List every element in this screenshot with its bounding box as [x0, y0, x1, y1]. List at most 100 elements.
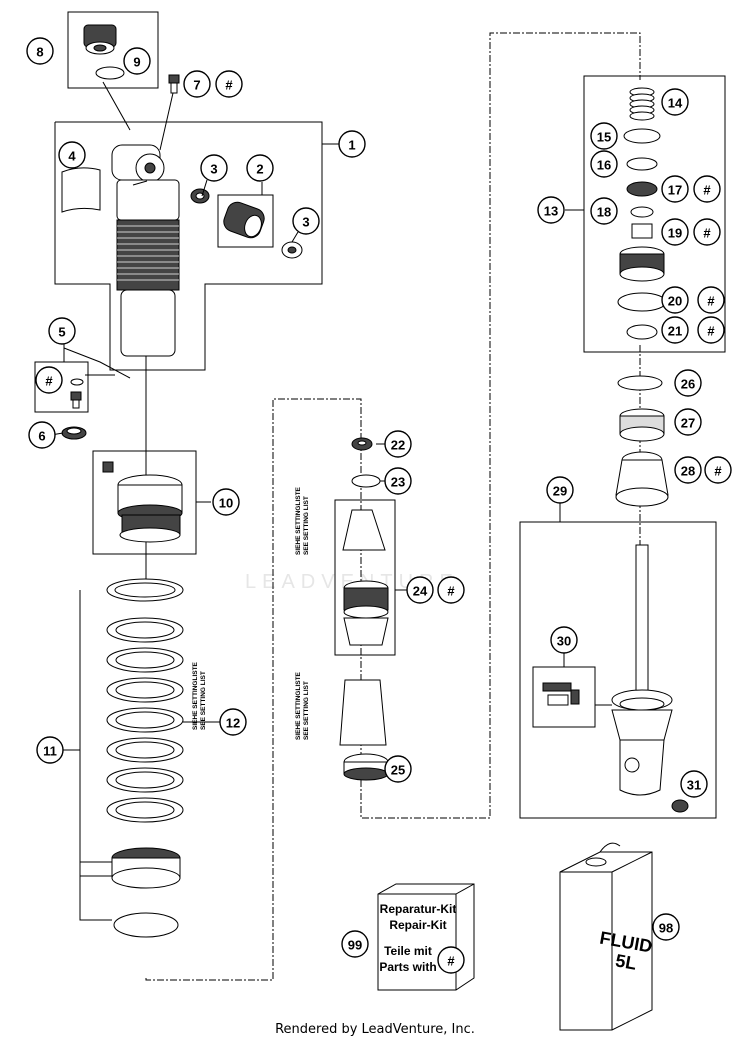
part-28-bumper — [615, 451, 669, 507]
svg-text:31: 31 — [687, 778, 701, 793]
callout-c15: 15 — [590, 122, 618, 150]
svg-text:Parts with: Parts with — [379, 960, 436, 974]
part-5-washer — [70, 378, 84, 386]
part-30-valve — [542, 682, 580, 706]
svg-text:1: 1 — [348, 138, 355, 153]
svg-text:SEE SETTING LIST: SEE SETTING LIST — [303, 681, 310, 740]
svg-text:#: # — [714, 464, 722, 479]
box-group-29 — [519, 521, 717, 819]
svg-text:12: 12 — [226, 716, 240, 731]
callout-c7: 7 — [183, 70, 211, 98]
svg-text:SIEHE SETTINGLISTE: SIEHE SETTINGLISTE — [295, 671, 302, 740]
callout-c14: 14 — [661, 88, 689, 116]
svg-text:16: 16 — [597, 158, 611, 173]
part-27-cap — [619, 408, 665, 442]
box-group-24 — [334, 499, 396, 656]
svg-text:99: 99 — [348, 938, 362, 953]
part-19-bushing — [631, 223, 653, 239]
callout-c24-hash: # — [437, 576, 465, 604]
callout-c26: 26 — [674, 369, 702, 397]
svg-text:3: 3 — [210, 162, 217, 177]
box-group-1 — [54, 121, 323, 371]
svg-text:Teile mit: Teile mit — [384, 944, 432, 958]
leader-8 — [102, 81, 131, 131]
leader-3b — [291, 231, 299, 243]
callout-c28: 28 — [674, 456, 702, 484]
assembly-path-right — [360, 32, 641, 819]
watermark: LEADVENTURE — [245, 571, 459, 593]
callout-c8: 8 — [26, 37, 54, 65]
part-20-oring — [617, 292, 667, 312]
callout-c21-hash: # — [697, 316, 725, 344]
part-6-cap — [61, 426, 87, 440]
part-5-valve — [70, 391, 82, 409]
svg-text:22: 22 — [391, 438, 405, 453]
leader-5b — [63, 347, 131, 379]
svg-text:19: 19 — [668, 226, 682, 241]
part-18-ring — [630, 206, 654, 218]
callout-c16: 16 — [590, 150, 618, 178]
svg-text:2: 2 — [256, 162, 263, 177]
assembly-path-left — [145, 398, 362, 981]
callout-c4: 4 — [58, 141, 86, 169]
svg-text:SEE SETTING LIST: SEE SETTING LIST — [200, 671, 207, 730]
callout-c10: 10 — [212, 488, 240, 516]
svg-text:25: 25 — [391, 763, 405, 778]
box-group-13 — [583, 75, 726, 353]
part-22-nut — [351, 437, 373, 451]
svg-text:#: # — [703, 226, 711, 241]
svg-text:#: # — [45, 374, 53, 389]
svg-text:26: 26 — [681, 377, 695, 392]
part-26-circlip — [617, 375, 663, 391]
svg-text:29: 29 — [553, 484, 567, 499]
svg-text:15: 15 — [597, 130, 611, 145]
callout-c17: 17 — [661, 175, 689, 203]
svg-text:#: # — [707, 294, 715, 309]
svg-text:27: 27 — [681, 416, 695, 431]
setting-note-shims-upper: SIEHE SETTINGLISTE SEE SETTING LIST — [295, 486, 310, 555]
setting-note-spring: SIEHE SETTINGLISTE SEE SETTING LIST — [192, 661, 207, 730]
part-17-seal — [626, 181, 658, 197]
callout-layer: 123345#67#891011121314151617#1819#20#21#… — [26, 37, 732, 974]
part-1-shock-body — [111, 144, 180, 357]
part-11-ring-top — [106, 578, 184, 602]
callout-c19: 19 — [661, 218, 689, 246]
callout-c5: 5 — [48, 317, 76, 345]
svg-text:23: 23 — [391, 475, 405, 490]
leader-11 — [79, 590, 112, 921]
part-3-bushing-upper — [190, 188, 210, 204]
svg-text:17: 17 — [668, 183, 682, 198]
callout-c6: 6 — [28, 421, 56, 449]
footer-credit: Rendered by LeadVenture, Inc. — [275, 1022, 475, 1037]
part-7-screw — [168, 74, 180, 94]
callout-c21: 21 — [661, 316, 689, 344]
callout-c20-hash: # — [697, 286, 725, 314]
part-2-bearing — [217, 194, 274, 248]
callout-c3b: 3 — [292, 207, 320, 235]
callout-c18: 18 — [590, 197, 618, 225]
callout-c12: 12 — [219, 708, 247, 736]
svg-text:10: 10 — [219, 496, 233, 511]
part-25-bumper — [343, 753, 389, 781]
part-8-cap — [83, 24, 117, 55]
svg-text:11: 11 — [43, 744, 57, 759]
svg-text:7: 7 — [193, 78, 200, 93]
svg-text:6: 6 — [38, 429, 45, 444]
callout-kit-hash: # — [437, 946, 465, 974]
svg-text:28: 28 — [681, 464, 695, 479]
svg-text:24: 24 — [413, 584, 428, 599]
callout-c28-hash: # — [704, 456, 732, 484]
part-21-washer — [626, 324, 658, 340]
svg-text:13: 13 — [544, 204, 558, 219]
svg-text:9: 9 — [133, 55, 140, 70]
fluid-can: FLUID 5L — [559, 842, 654, 1031]
svg-text:8: 8 — [36, 45, 43, 60]
callout-c23: 23 — [384, 467, 412, 495]
callout-c1: 1 — [338, 130, 366, 158]
part-9-ring — [95, 66, 125, 80]
svg-text:20: 20 — [668, 294, 682, 309]
svg-text:30: 30 — [557, 634, 571, 649]
part-24-piston — [343, 580, 389, 646]
callout-c20: 20 — [661, 286, 689, 314]
part-16-washer — [626, 157, 658, 171]
